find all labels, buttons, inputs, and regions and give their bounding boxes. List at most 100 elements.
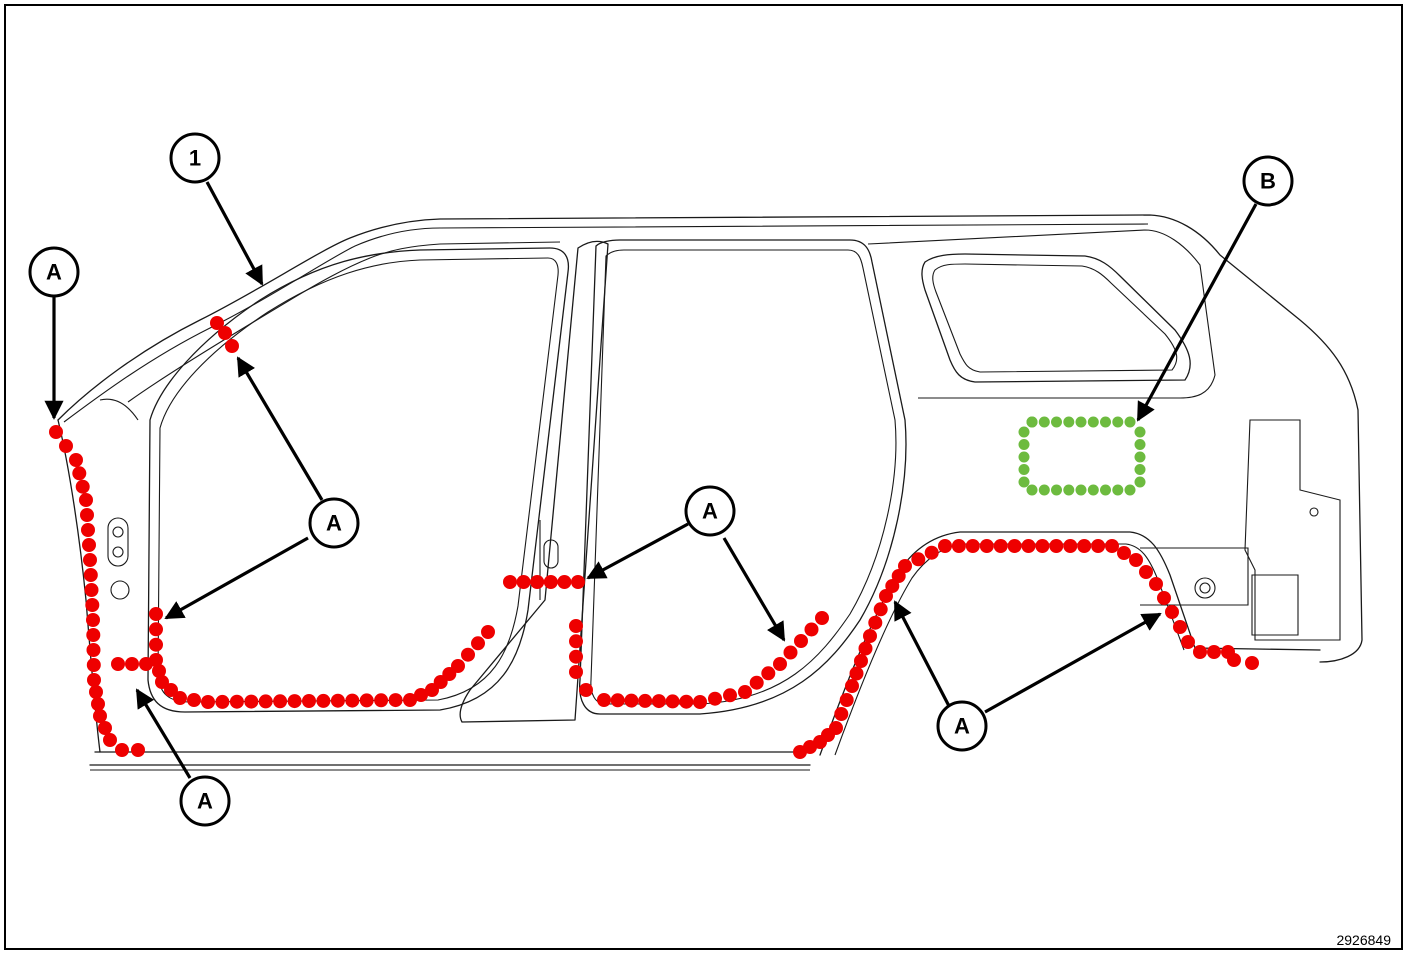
seam-b-dot [1063, 484, 1075, 496]
arrow-a7 [893, 600, 952, 709]
seam-b-dot [1087, 416, 1099, 428]
callout-a-4-label: A [702, 499, 718, 524]
seam-a-dot [815, 611, 829, 625]
seam-a-dot [201, 695, 215, 709]
seam-a-dot [330, 693, 345, 708]
seam-a-dot [1007, 539, 1022, 553]
seam-a-dot [111, 657, 125, 671]
seam-a-dot [1181, 635, 1195, 649]
figure-id: 2926849 [1336, 932, 1391, 948]
seam-b-dot [1134, 464, 1146, 475]
seam-a-dot [1091, 539, 1106, 553]
seam-a-dot [845, 679, 859, 693]
seam-a-dot [834, 707, 849, 721]
seam-a-dot [345, 693, 360, 708]
seam-a-dot [1139, 565, 1153, 579]
seam-a-dot [152, 664, 166, 678]
seam-a-dot [1173, 620, 1187, 634]
seam-a-dot [471, 636, 485, 651]
seam-a-dot [951, 539, 966, 553]
seam-a-dot [938, 539, 952, 553]
callout-b: B [1242, 155, 1294, 207]
seam-a-dot [451, 659, 465, 673]
seam-a-dot [1165, 605, 1179, 619]
seam-a-dot [885, 579, 900, 593]
seam-a-dot [898, 559, 912, 573]
seam-a-dot [218, 326, 232, 340]
seam-a-dot [210, 316, 224, 330]
arrow-b [1136, 203, 1258, 422]
seam-a-dot [569, 649, 583, 664]
seam-b-dot [1051, 484, 1062, 496]
seam-b-dot [1018, 476, 1030, 488]
callout-a-2-label: A [326, 511, 342, 536]
seam-a-dot [59, 439, 73, 453]
seam-a-dot [610, 693, 625, 708]
seam-a-dot [79, 493, 93, 507]
seam-a-dot [82, 538, 96, 552]
seam-a-dot [1049, 539, 1064, 553]
seam-b-dot [1026, 416, 1038, 428]
arrow-a5 [586, 522, 689, 580]
callout-a-2: A [308, 497, 360, 549]
seam-a-dot [761, 666, 776, 681]
callout-a-4: A [684, 485, 736, 537]
seam-a-dot [244, 694, 259, 709]
seam-a-dot [873, 602, 888, 617]
arrow-a2 [236, 356, 324, 501]
seam-b-dot [1038, 416, 1050, 428]
seam-b-dots [1018, 416, 1146, 496]
seam-a-dot [131, 743, 145, 757]
seam-a-dot [597, 693, 611, 707]
seam-a-dot [1207, 645, 1221, 659]
seam-a-dot [543, 575, 558, 589]
seam-a-dot [83, 553, 97, 567]
seam-a-dot [911, 552, 926, 567]
seam-a-dot [516, 575, 531, 589]
seam-a-dot [1063, 539, 1078, 553]
seam-a-dot [89, 685, 103, 699]
seam-a-dot [215, 694, 230, 709]
seam-a-dot [149, 607, 163, 621]
seam-a-dot [1149, 577, 1163, 591]
seam-b-dot [1038, 484, 1050, 496]
seam-b-dot [1124, 416, 1136, 428]
seam-b-dot [1075, 484, 1087, 496]
seam-a-dot [86, 643, 101, 657]
callout-a-5: A [936, 700, 988, 752]
seam-a-dot [569, 619, 583, 633]
seam-a-dot [1117, 546, 1131, 560]
seam-a-dot [979, 539, 994, 553]
seam-b-dot [1018, 464, 1030, 475]
seam-a-dot [829, 721, 843, 735]
seam-a-dot [149, 653, 163, 667]
seam-b-dot [1063, 416, 1075, 428]
seam-a-dot [1193, 645, 1207, 659]
seam-a-dot [891, 569, 906, 583]
seam-b-dot [1134, 426, 1146, 438]
seam-a-dot [804, 622, 819, 637]
seam-a-dot [1227, 653, 1241, 667]
seam-a-dot [149, 622, 163, 637]
seam-a-dot [557, 575, 572, 589]
callout-part-1-label: 1 [189, 146, 201, 171]
seam-b-dot [1124, 484, 1136, 496]
seam-a-dot [414, 688, 428, 702]
seam-a-dot [461, 647, 475, 662]
seam-b-dot [1018, 426, 1030, 438]
seam-a-dot [1021, 539, 1036, 553]
seam-b-dot [1100, 484, 1111, 496]
seam-b-dot [1100, 416, 1111, 428]
seam-a-dot [91, 697, 105, 711]
seam-a-dot [287, 694, 302, 709]
seam-a-dot [374, 693, 389, 708]
seam-a-dot [1157, 591, 1171, 605]
arrow-a4 [135, 688, 192, 779]
seam-a-dot [723, 688, 737, 703]
seam-a-dot [863, 629, 877, 643]
seam-a-dot [868, 615, 883, 630]
seam-a-dot [103, 733, 117, 747]
seam-a-dot [569, 665, 583, 679]
seam-a-dot [359, 693, 374, 708]
